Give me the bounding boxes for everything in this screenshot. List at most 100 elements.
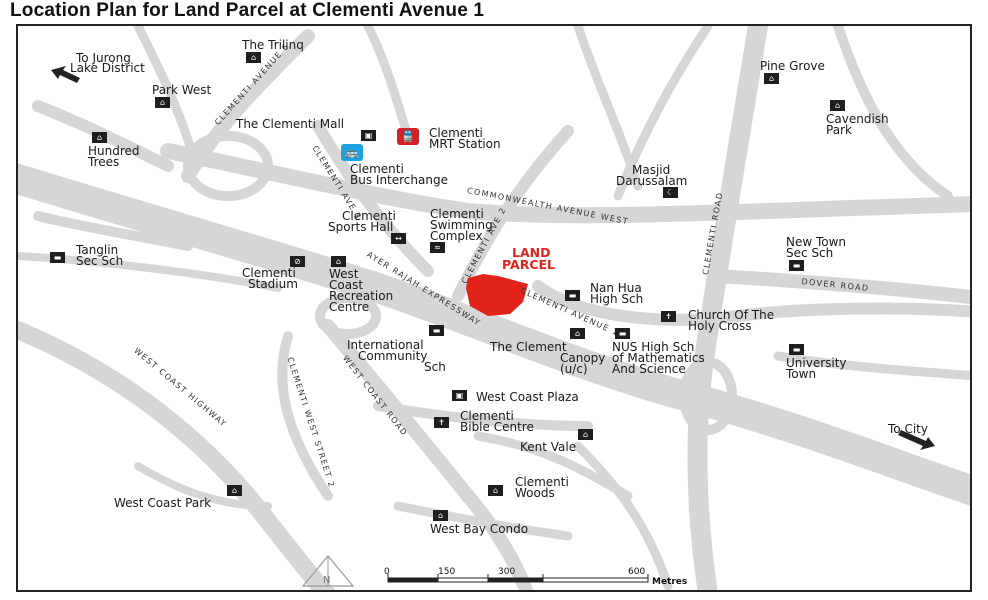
bus-icon: 🚌 [341,144,363,161]
school-icon: ▬ [615,328,630,339]
scale-tick-0: 0 [384,567,390,577]
place-stadium-1: Clementi [242,266,296,280]
road-clementi-ave-1 [532,280,970,326]
place-hundred-trees-2: Trees [88,155,120,169]
school-icon: ▬ [429,325,444,336]
place-swimming-1: Clementi [430,207,484,221]
road-commonwealth [160,143,970,224]
church-icon: ✝ [661,311,676,322]
place-mrt-2: MRT Station [429,137,501,151]
building-icon: ⌂ [155,97,170,108]
place-recreation-4: Centre [329,300,370,314]
place-to-city: To City [888,422,928,436]
place-trilinq: The Trilinq [242,38,304,52]
church-icon: ✝ [434,417,449,428]
place-clementi-woods-2: Woods [515,486,555,500]
stadium-icon: ⊘ [290,256,305,267]
place-university-town-1: University [786,356,847,370]
to-jurong-arrow [51,66,80,83]
place-canopy-2: Canopy [560,351,606,365]
school-icon: ▬ [50,252,65,263]
place-international-2: Community [358,349,428,363]
land-parcel-label-2: PARCEL [502,257,555,272]
school-icon: ▬ [789,260,804,271]
scale-tick-300: 300 [498,567,516,577]
scale-unit: Metres [652,577,688,587]
place-jurong-2: Lake District [70,61,145,75]
building-icon: ⌂ [830,100,845,111]
place-swimming-3: Complex [430,229,483,243]
scale-bar [387,574,649,583]
park-icon: ⌂ [227,485,242,496]
place-international-1: International [347,338,424,352]
place-west-coast-park: West Coast Park [114,496,212,510]
road-clementi-ave-2 [452,125,574,302]
road-clementi-west-st-2 [277,331,333,501]
map-frame: CLEMENTI AVENUE 6 CLEMENTI AVE 3 COMMONW… [16,24,972,592]
land-parcel-label-1: LAND [512,245,551,260]
mall-icon: ▣ [452,390,467,401]
map-title: Location Plan for Land Parcel at Clement… [10,0,485,21]
place-swimming-2: Swimming [430,218,493,232]
road-west-coast-road [321,319,534,590]
place-jurong-1: To Jurong [76,51,131,65]
building-icon: ⌂ [488,485,503,496]
place-clementi-woods-1: Clementi [515,475,569,489]
place-bus-1: Clementi [350,162,404,176]
place-canopy-1: The Clement [490,340,567,354]
place-recreation-3: Recreation [329,289,394,303]
place-tanglin-1: Tanglin [76,243,119,257]
place-stadium-2: Stadium [248,277,298,291]
place-cavendish-2: Park [826,123,852,137]
road-dover [711,269,970,305]
building-icon: ⌂ [246,52,261,63]
building-icon: ⌂ [764,73,779,84]
sports-icon: ↔ [391,233,406,244]
swimming-icon: ≈ [430,242,445,253]
school-icon: ▬ [565,290,580,301]
place-clementi-mall: The Clementi Mall [236,117,345,131]
place-canopy-3: (u/c) [560,362,588,376]
place-recreation-1: West [329,267,359,281]
place-nan-hua-2: High Sch [590,292,644,306]
place-park-west: Park West [152,83,212,97]
place-recreation-2: Coast [329,278,364,292]
building-icon: ⌂ [433,510,448,521]
mosque-icon: ☾ [663,187,678,198]
place-nus-high-3: And Science [612,362,686,376]
building-icon: ⌂ [331,256,346,267]
place-church-2: Holy Cross [688,319,752,333]
place-masjid-2: Darussalam [616,174,688,188]
mall-icon: ▣ [361,130,376,141]
place-church-1: Church Of The [688,308,775,322]
place-bible-1: Clementi [460,409,514,423]
north-arrow [301,555,355,587]
place-kent-vale: Kent Vale [520,440,577,454]
mrt-icon: 🚆 [397,128,419,145]
place-pine-grove: Pine Grove [760,59,825,73]
place-nan-hua-1: Nan Hua [590,281,642,295]
north-label: N [323,575,331,586]
road-west-coast-highway [18,320,336,590]
place-nus-high-2: of Mathematics [612,351,705,365]
place-mrt-1: Clementi [429,126,483,140]
place-tanglin-2: Sec Sch [76,254,124,268]
school-icon: ▬ [789,344,804,355]
building-icon: ⌂ [570,328,585,339]
building-icon: ⌂ [578,429,593,440]
to-city-arrow [898,430,935,450]
road-clementi-ave-6 [181,29,315,183]
place-bus-2: Bus Interchange [350,173,448,187]
place-west-coast-plaza: West Coast Plaza [476,390,579,404]
place-international-3: Sch [424,360,446,374]
scale-tick-150: 150 [438,567,456,577]
road-aye [18,163,970,506]
place-sports-hall-1: Clementi [342,209,396,223]
place-university-town-2: Town [786,367,817,381]
scale-tick-600: 600 [628,567,646,577]
place-bible-2: Bible Centre [460,420,534,434]
road-clementi-ave-3 [312,120,434,277]
place-nus-high-1: NUS High Sch [612,340,695,354]
place-masjid-1: Masjid [632,163,671,177]
land-parcel-shape [466,274,528,316]
